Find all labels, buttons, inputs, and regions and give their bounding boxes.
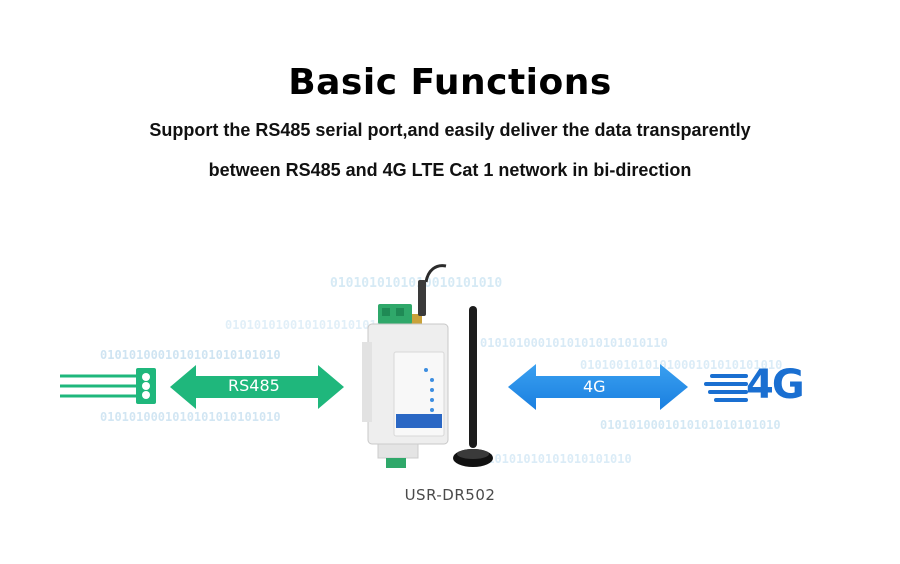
- subtitle-line-2: between RS485 and 4G LTE Cat 1 network i…: [208, 160, 692, 180]
- page-title: Basic Functions: [288, 62, 612, 103]
- device-name-label: USR-DR502: [404, 486, 496, 504]
- device-usr-dr502: [362, 264, 449, 468]
- rs485-arrow-label: RS485: [228, 376, 280, 395]
- subtitle-line-1: Support the RS485 serial port,and easily…: [149, 120, 751, 140]
- binary-stream-4: 01010100010101010101010110: [480, 336, 668, 350]
- lte-4g-logo: 4G: [746, 362, 805, 408]
- speed-lines-icon: [704, 374, 748, 402]
- binary-stream-3: 0101010001010101010101010: [100, 348, 281, 362]
- antenna-icon: [453, 306, 493, 467]
- binary-stream-6: 0101010001010101010101010: [100, 410, 281, 424]
- rs485-connector-icon: [60, 368, 156, 404]
- binary-stream-7: 0101010001010101010101010: [600, 418, 781, 432]
- lte-double-arrow: [508, 364, 688, 410]
- lte-arrow-label: 4G: [583, 377, 606, 396]
- rs485-double-arrow: [170, 365, 344, 409]
